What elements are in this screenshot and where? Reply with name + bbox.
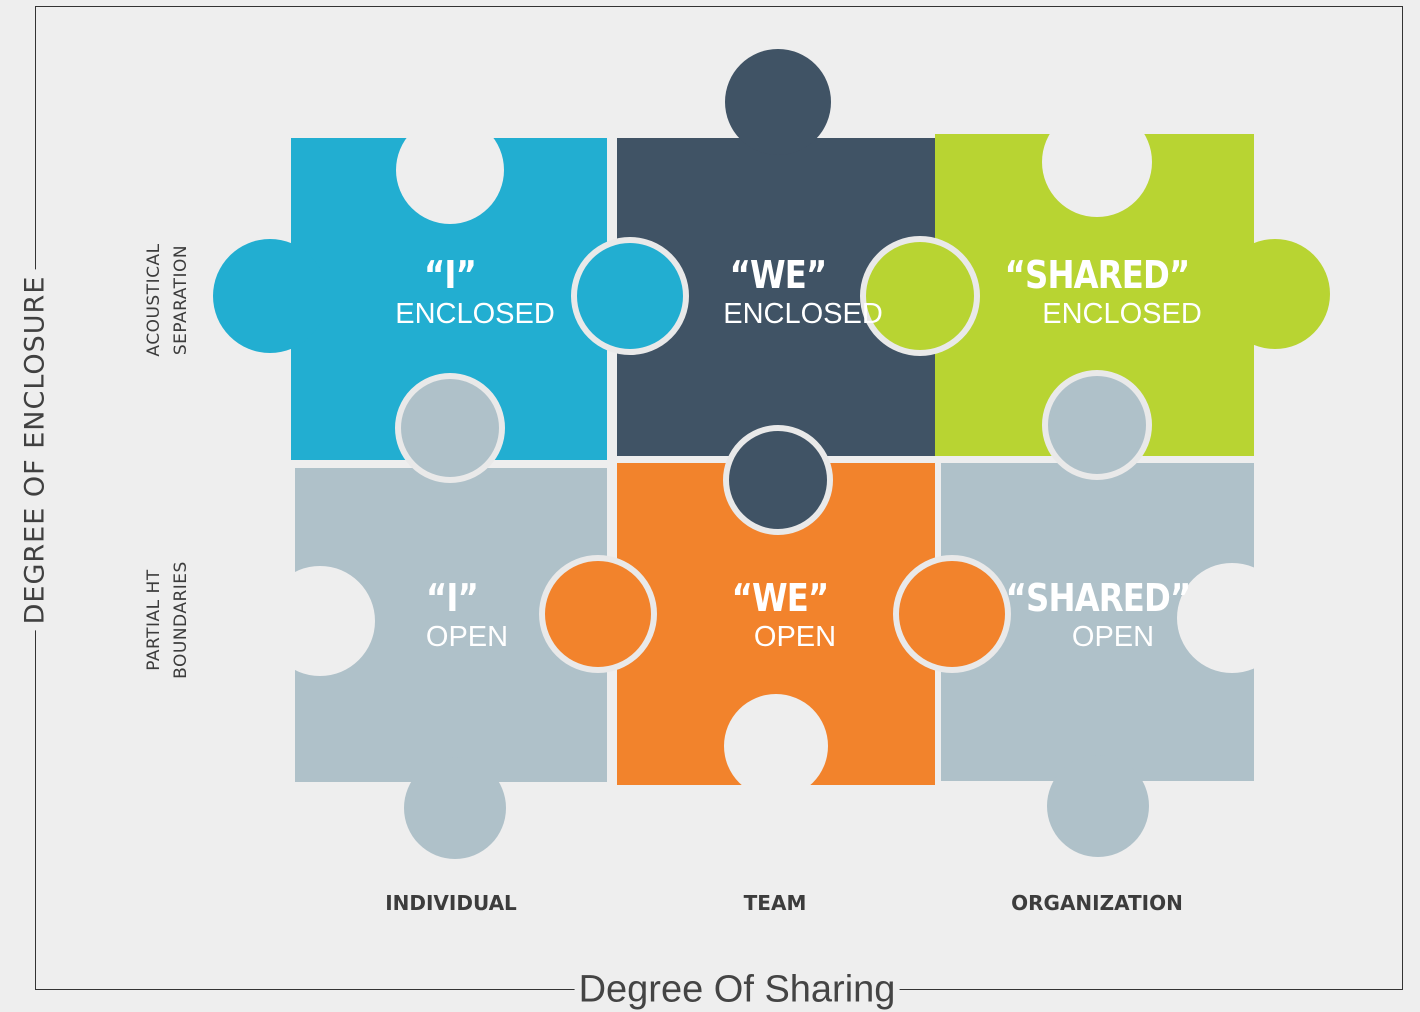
knob-i-open-bottom bbox=[404, 757, 506, 859]
knob-i-enclosed-left bbox=[213, 239, 327, 353]
knob-we-enclosed-top bbox=[725, 49, 831, 155]
cell-i-open: “I” OPEN bbox=[396, 578, 508, 654]
cell-we-enclosed: “WE” ENCLOSED bbox=[673, 255, 883, 331]
x-axis-title: Degree Of Sharing bbox=[574, 968, 900, 1012]
knob-i-enclosed-right bbox=[571, 237, 689, 355]
knob-shared-enclosed-left bbox=[860, 236, 980, 356]
notch-we-open-bottom bbox=[724, 694, 828, 798]
knob-we-open-left bbox=[539, 555, 657, 673]
notch-shared-enclosed-top bbox=[1042, 107, 1152, 217]
cell-quote: “I” bbox=[424, 253, 477, 297]
knob-we-enclosed-bottom bbox=[723, 425, 833, 535]
cell-quote: “WE” bbox=[731, 576, 830, 620]
cell-shared-enclosed: “SHARED” ENCLOSED bbox=[988, 255, 1205, 331]
knob-shared-open-bottom bbox=[1047, 755, 1149, 857]
cell-label: ENCLOSED bbox=[395, 298, 555, 330]
cell-quote: “SHARED” bbox=[1004, 253, 1191, 297]
column-label-individual: INDIVIDUAL bbox=[385, 891, 517, 915]
column-label-organization: ORGANIZATION bbox=[1011, 891, 1183, 915]
cell-i-enclosed: “I” ENCLOSED bbox=[345, 255, 555, 331]
cell-label: OPEN bbox=[1071, 621, 1155, 653]
cell-quote: “SHARED” bbox=[1005, 576, 1192, 620]
cell-label: ENCLOSED bbox=[723, 298, 883, 330]
knob-shared-enclosed-right bbox=[1220, 239, 1330, 349]
cell-label: ENCLOSED bbox=[1042, 298, 1202, 330]
cell-shared-open: “SHARED” OPEN bbox=[989, 578, 1206, 654]
cell-quote: “WE” bbox=[729, 253, 828, 297]
cell-label: OPEN bbox=[425, 621, 509, 653]
notch-i-enclosed-top bbox=[396, 116, 504, 224]
cell-quote: “I” bbox=[426, 576, 479, 620]
knob-shared-open-top bbox=[1042, 370, 1152, 480]
knob-we-open-right bbox=[893, 555, 1011, 673]
cell-we-open: “WE” OPEN bbox=[723, 578, 837, 654]
column-label-team: TEAM bbox=[743, 891, 807, 915]
cell-label: OPEN bbox=[753, 621, 837, 653]
knob-i-open-top bbox=[395, 373, 505, 483]
